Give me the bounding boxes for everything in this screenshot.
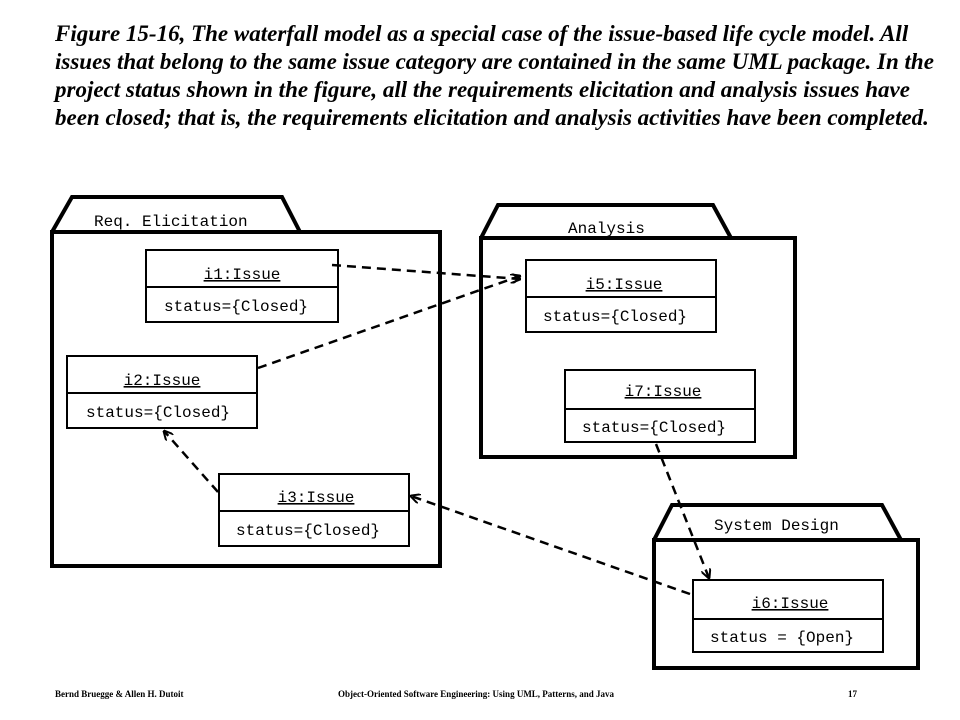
issue-i2-status: status={Closed} [86, 404, 230, 422]
issue-i5-name: i5:Issue [586, 276, 663, 294]
issue-i1: i1:Issue status={Closed} [145, 249, 339, 323]
package-label-req-elicitation: Req. Elicitation [94, 213, 248, 231]
issue-i6: i6:Issue status = {Open} [692, 579, 884, 653]
issue-i6-status: status = {Open} [710, 629, 854, 647]
package-label-analysis: Analysis [568, 220, 645, 238]
arrow-i6-to-i3 [411, 496, 691, 596]
issue-i2-name: i2:Issue [124, 372, 201, 390]
issue-i3: i3:Issue status={Closed} [218, 473, 410, 547]
arrow-i1-to-i5 [331, 263, 520, 279]
issue-i1-name: i1:Issue [204, 266, 281, 284]
issue-i7-status: status={Closed} [582, 419, 726, 437]
issue-i3-name: i3:Issue [278, 489, 355, 507]
footer-page-number: 17 [848, 689, 857, 699]
footer-authors: Bernd Bruegge & Allen H. Dutoit [55, 689, 184, 699]
arrow-i3-to-i2 [164, 431, 219, 493]
issue-i6-name: i6:Issue [752, 595, 829, 613]
issue-i1-status: status={Closed} [164, 298, 308, 316]
issue-i7-name: i7:Issue [625, 383, 702, 401]
issue-i2: i2:Issue status={Closed} [66, 355, 258, 429]
issue-i5-status: status={Closed} [543, 308, 687, 326]
issue-i3-status: status={Closed} [236, 522, 380, 540]
issue-i7: i7:Issue status={Closed} [564, 369, 756, 443]
figure-caption: Figure 15-16, The waterfall model as a s… [55, 21, 934, 130]
package-label-system-design: System Design [714, 517, 839, 535]
arrow-i2-to-i5 [257, 276, 520, 370]
arrow-i7-to-i6 [654, 443, 709, 578]
footer-book-title: Object-Oriented Software Engineering: Us… [338, 689, 615, 699]
issue-i5: i5:Issue status={Closed} [525, 259, 717, 333]
